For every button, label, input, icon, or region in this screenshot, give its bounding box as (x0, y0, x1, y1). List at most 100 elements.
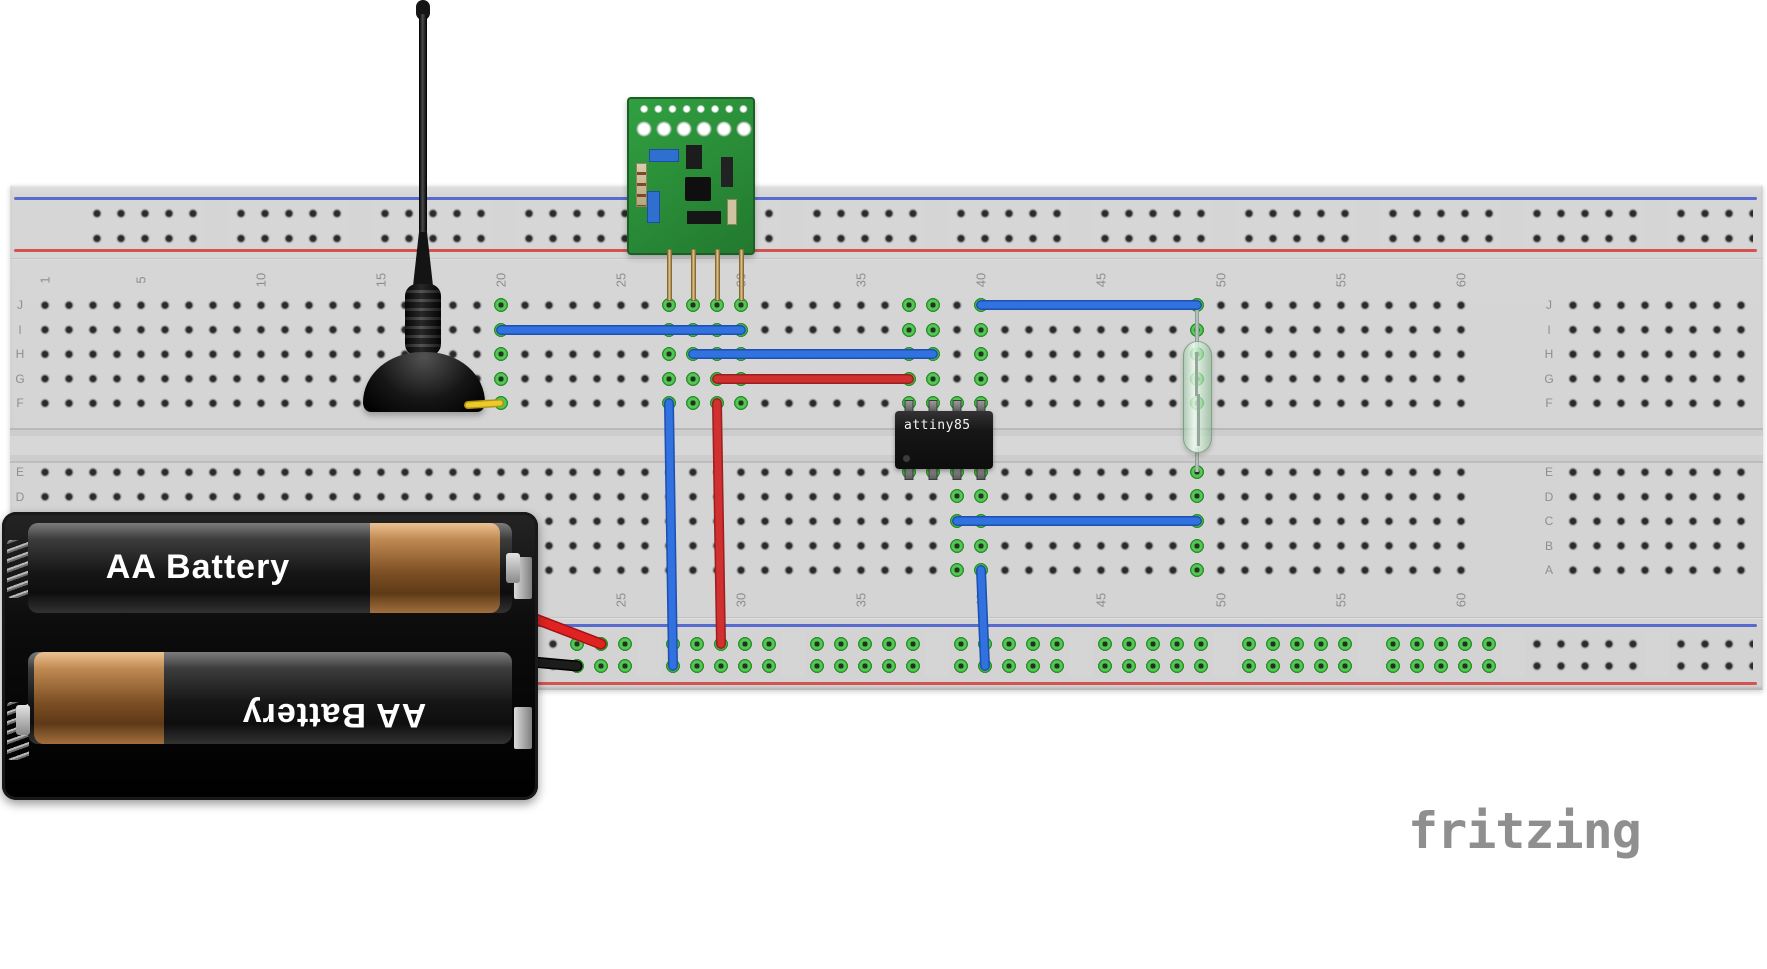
connected-hole (901, 297, 917, 313)
connected-hole (1121, 658, 1137, 674)
connected-hole (1385, 636, 1401, 652)
connected-hole (1193, 658, 1209, 674)
connected-hole (1025, 658, 1041, 674)
connected-hole (1189, 562, 1205, 578)
bottom-rail-red-line (14, 682, 1757, 685)
attiny85-label: attiny85 (904, 418, 971, 433)
grid-holes-bottom-right (1561, 460, 1759, 583)
connected-hole (1337, 636, 1353, 652)
connected-hole (925, 297, 941, 313)
reed-lead-top (1195, 302, 1199, 348)
connected-hole (1189, 488, 1205, 504)
connected-hole (685, 297, 701, 313)
rf-transmitter-module[interactable] (627, 97, 755, 301)
connected-hole (905, 636, 921, 652)
connected-hole (685, 371, 701, 387)
connected-hole (1265, 658, 1281, 674)
row-label: G (15, 371, 25, 386)
aa-battery-2-positive-end (34, 652, 164, 744)
connected-hole (1189, 538, 1205, 554)
jumper-red-vertical[interactable] (713, 399, 725, 648)
row-label: C (1544, 514, 1554, 528)
attiny85-chip[interactable]: attiny85 (895, 411, 993, 469)
connected-hole (973, 346, 989, 362)
battery-2-label: AA Battery (241, 696, 427, 734)
rf-pin-3 (715, 249, 720, 301)
rf-ic (685, 177, 711, 201)
connected-hole (685, 395, 701, 411)
top-rail-red-line (14, 249, 1757, 252)
connected-hole (1169, 658, 1185, 674)
connected-hole (617, 636, 633, 652)
connected-hole (1241, 658, 1257, 674)
connected-hole (973, 371, 989, 387)
rf-capacitor-blue (649, 149, 679, 162)
reed-contact-top (1195, 352, 1198, 396)
aa-battery-1-positive-end (370, 523, 500, 613)
connected-hole (1097, 636, 1113, 652)
connected-hole (761, 658, 777, 674)
connected-hole (809, 636, 825, 652)
connected-hole (953, 636, 969, 652)
battery-black-wire[interactable] (529, 658, 581, 670)
bottom-rail-blue-line (14, 624, 1757, 627)
fritzing-watermark: fritzing (1408, 802, 1642, 860)
antenna-lead-wire[interactable] (465, 400, 503, 408)
connected-hole (733, 395, 749, 411)
row-label: G (1544, 371, 1554, 386)
connected-hole (1457, 658, 1473, 674)
board-seam-bottom (10, 617, 1763, 619)
connected-hole (881, 658, 897, 674)
jumper-blue-vertical-1[interactable] (665, 399, 677, 670)
aa-battery-1 (28, 523, 512, 613)
connected-hole (1409, 658, 1425, 674)
board-seam-top (10, 258, 1763, 260)
row-label: J (1546, 298, 1552, 312)
row-label: H (15, 347, 25, 361)
rf-component-dark-3 (687, 211, 721, 224)
connected-hole (1265, 636, 1281, 652)
connected-hole (857, 658, 873, 674)
antenna-coil (405, 284, 441, 356)
connected-hole (901, 322, 917, 338)
rf-pin-2 (691, 249, 696, 301)
connected-hole (1433, 658, 1449, 674)
row-label: H (1544, 347, 1554, 361)
row-label: B (1544, 538, 1554, 553)
connected-hole (1001, 636, 1017, 652)
connected-hole (1121, 636, 1137, 652)
battery-red-wire[interactable] (529, 614, 605, 648)
connected-hole (953, 658, 969, 674)
rf-pin-4 (739, 249, 744, 301)
row-label: J (17, 298, 23, 312)
battery-1-terminal-nub (506, 553, 520, 583)
rf-pin-1 (667, 249, 672, 301)
connected-hole (925, 371, 941, 387)
connected-hole (709, 297, 725, 313)
connected-hole (1289, 658, 1305, 674)
connected-hole (713, 658, 729, 674)
connected-hole (737, 658, 753, 674)
rf-component-dark-2 (721, 157, 733, 187)
battery-1-label: AA Battery (105, 548, 291, 586)
connected-hole (973, 488, 989, 504)
attiny85-pin1-marker (903, 455, 910, 462)
connected-hole (1049, 636, 1065, 652)
connected-hole (1457, 636, 1473, 652)
battery-holder[interactable]: AA Battery AA Battery (2, 512, 538, 800)
jumper-blue-vertical-2[interactable] (977, 566, 989, 670)
center-channel (10, 428, 1763, 463)
connected-hole (1193, 636, 1209, 652)
antenna-taper (413, 232, 433, 286)
connected-hole (1313, 636, 1329, 652)
connected-hole (493, 297, 509, 313)
connected-hole (661, 297, 677, 313)
connected-hole (973, 538, 989, 554)
row-label: F (1545, 396, 1553, 410)
connected-hole (1337, 658, 1353, 674)
battery-contact-bottom-right (514, 707, 532, 749)
reed-contact-bottom (1197, 394, 1200, 446)
connected-hole (593, 658, 609, 674)
connected-hole (689, 658, 705, 674)
